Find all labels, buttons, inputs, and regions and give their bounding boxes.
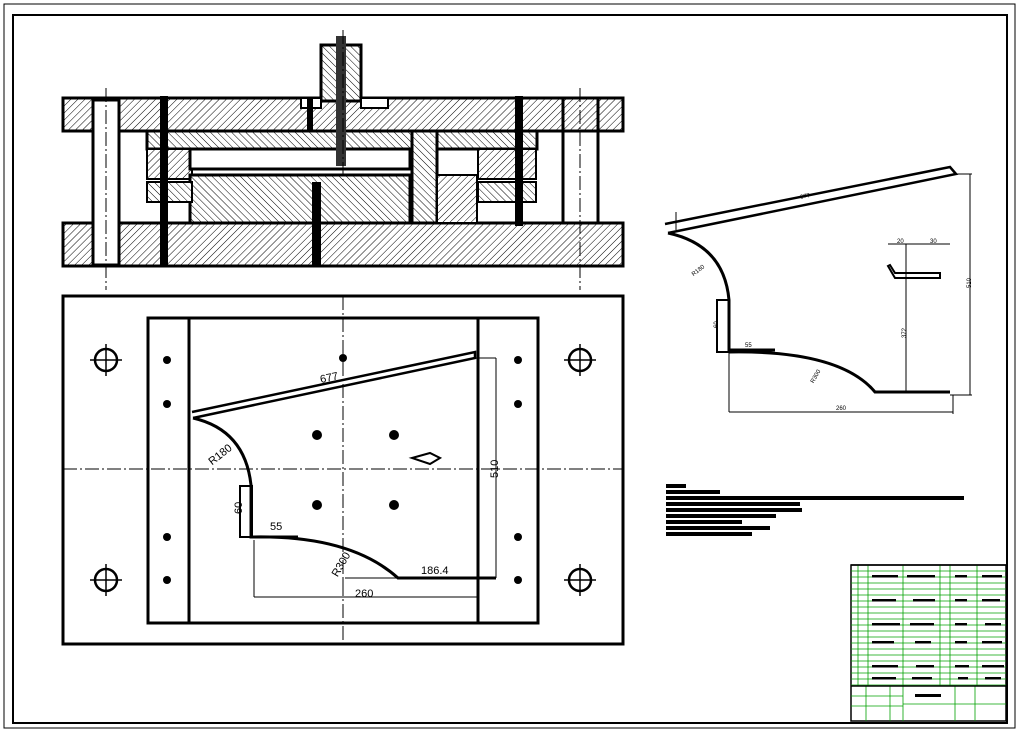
dim-small-b: 30 [930, 239, 937, 245]
title-block [850, 564, 1007, 722]
dim-radius-large-small: R300 [810, 368, 823, 384]
inner-frame [12, 14, 1008, 724]
outer-frame [3, 3, 1016, 729]
dim-small-a: 20 [897, 239, 904, 245]
dim-flange-small: 55 [745, 343, 752, 349]
guide-hole [90, 344, 122, 376]
dim-flange: 55 [270, 521, 282, 533]
technical-notes [666, 484, 964, 536]
dim-inner-height: 372 [902, 327, 908, 338]
plan-view: 677 R180 R300 60 55 510 186.4 260 [61, 294, 625, 646]
dim-length-edge: 677 [319, 370, 339, 386]
dim-bottom-right: 186.4 [421, 565, 449, 577]
guide-hole [564, 344, 596, 376]
dim-left-height: 60 [714, 321, 720, 328]
dim-width-right: 510 [489, 460, 501, 478]
dim-radius: R180 [691, 264, 707, 278]
dim-height-left: 60 [233, 502, 245, 514]
guide-hole [564, 564, 596, 596]
dim-right-height: 510 [967, 277, 973, 288]
dim-radius-small: R180 [206, 442, 234, 468]
dim-bottom-total: 260 [355, 588, 373, 600]
dim-radius-large: R300 [330, 550, 354, 579]
dim-bottom: 260 [836, 406, 847, 412]
part-view: 677 510 R180 60 55 20 30 372 R300 260 [664, 165, 973, 414]
dim-top-edge: 677 [800, 193, 812, 201]
section-view [61, 30, 625, 290]
guide-hole [90, 564, 122, 596]
